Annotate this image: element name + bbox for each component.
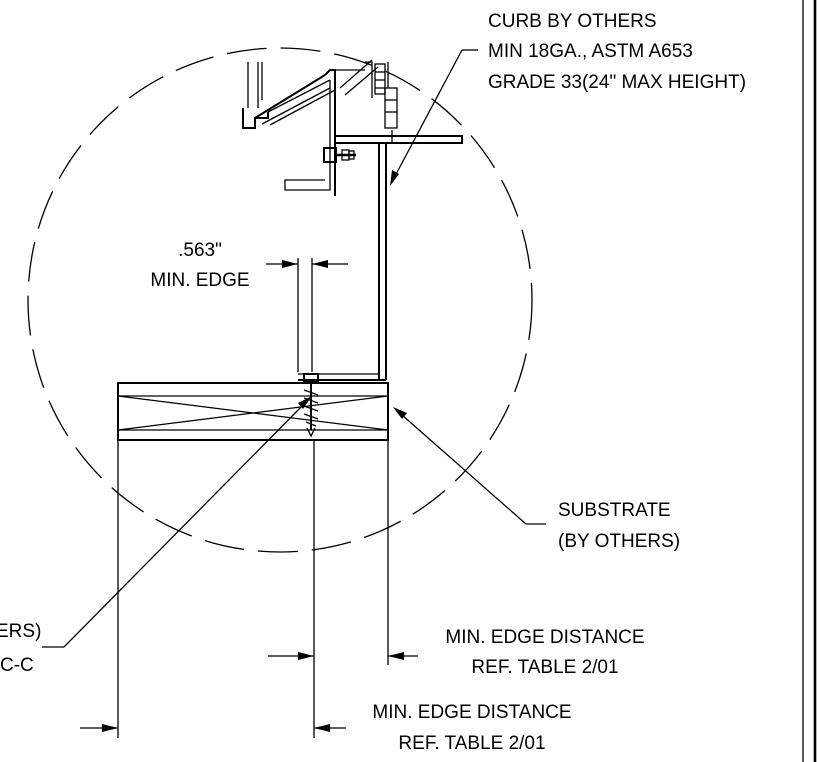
curb-label-line-3: GRADE 33(24" MAX HEIGHT) (488, 72, 746, 93)
substrate-label-line-2: (BY OTHERS) (558, 531, 680, 552)
edge-dimension (266, 258, 348, 372)
min-edge-distance-1-line-1: MIN. EDGE DISTANCE (445, 627, 644, 648)
fastener-leader (42, 396, 312, 648)
substrate (117, 382, 389, 441)
curb-label-line-1: CURB BY OTHERS (488, 11, 657, 32)
fastener-label-line-2: C-C (0, 655, 34, 676)
detail-circle (27, 47, 533, 553)
substrate-leader (393, 407, 546, 525)
edge-label: MIN. EDGE (150, 270, 249, 291)
min-edge-distance-dimension-1 (268, 652, 418, 660)
extension-lines (117, 440, 389, 738)
curb-label-line-2: MIN 18GA., ASTM A653 (488, 41, 693, 62)
min-edge-distance-dimension-2 (80, 724, 346, 732)
curb-leader (390, 49, 478, 186)
curb-assembly (242, 59, 463, 381)
edge-value-label: .563" (178, 240, 222, 261)
min-edge-distance-1-line-2: REF. TABLE 2/01 (471, 657, 618, 678)
fastener-label-line-1: ERS) (0, 621, 41, 642)
substrate-label-line-1: SUBSTRATE (558, 500, 671, 521)
min-edge-distance-2-line-1: MIN. EDGE DISTANCE (372, 702, 571, 723)
fastener-screw (303, 373, 319, 438)
min-edge-distance-2-line-2: REF. TABLE 2/01 (398, 733, 545, 754)
